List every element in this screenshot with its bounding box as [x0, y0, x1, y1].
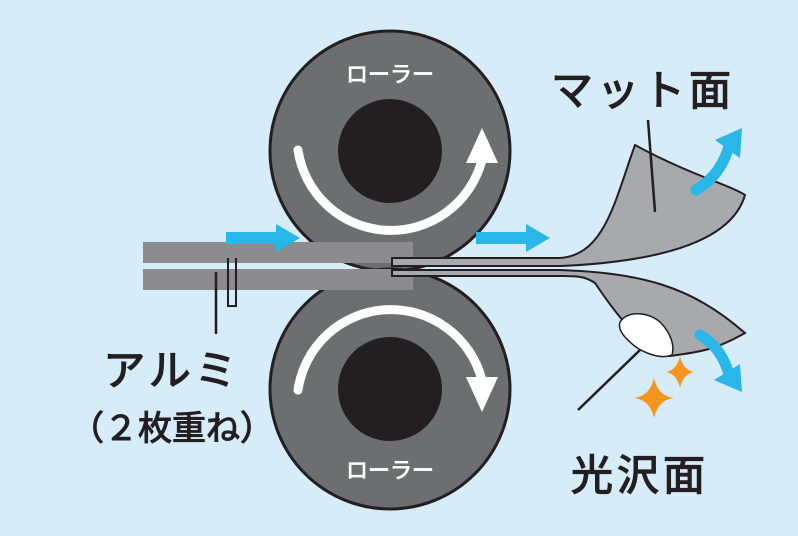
feed-arrow-in — [226, 224, 300, 252]
feed-arrows — [226, 224, 550, 252]
bottom-roller-label: ローラー — [346, 459, 434, 484]
bottom-rotation-arrow — [293, 305, 487, 395]
top-roller-core — [338, 99, 442, 203]
feed-arrow-out — [476, 224, 550, 252]
top-roller: ローラー — [268, 29, 512, 273]
top-roller-label: ローラー — [346, 63, 434, 88]
aluminum-bracket — [227, 258, 237, 307]
matte-curl-arrowhead — [715, 128, 742, 158]
glossy-highlight — [618, 313, 674, 358]
bottom-roller: ローラー — [268, 267, 512, 511]
top-rotation-arrow — [293, 145, 487, 235]
bottom-rotation-arrowhead — [466, 377, 498, 412]
foil-sheet-top — [143, 242, 413, 263]
aluminum-label: アルミ — [103, 346, 241, 395]
top-rotation-arrowhead — [466, 128, 498, 163]
two-layers-label: （２枚重ね） — [70, 409, 274, 449]
glossy-side-label: 光沢面 — [571, 451, 709, 500]
glossy-curl-arrowhead — [714, 364, 742, 392]
glossy-leader-line — [577, 349, 641, 411]
bottom-roller-core — [338, 337, 442, 441]
foil-matte-sheet — [391, 143, 747, 267]
sparkle-small-icon — [666, 356, 694, 388]
foil-sheet-bottom — [143, 269, 413, 290]
sparkle-large-icon — [634, 378, 674, 418]
matte-leader-line — [646, 119, 657, 213]
matte-side-label: マット面 — [551, 66, 735, 115]
